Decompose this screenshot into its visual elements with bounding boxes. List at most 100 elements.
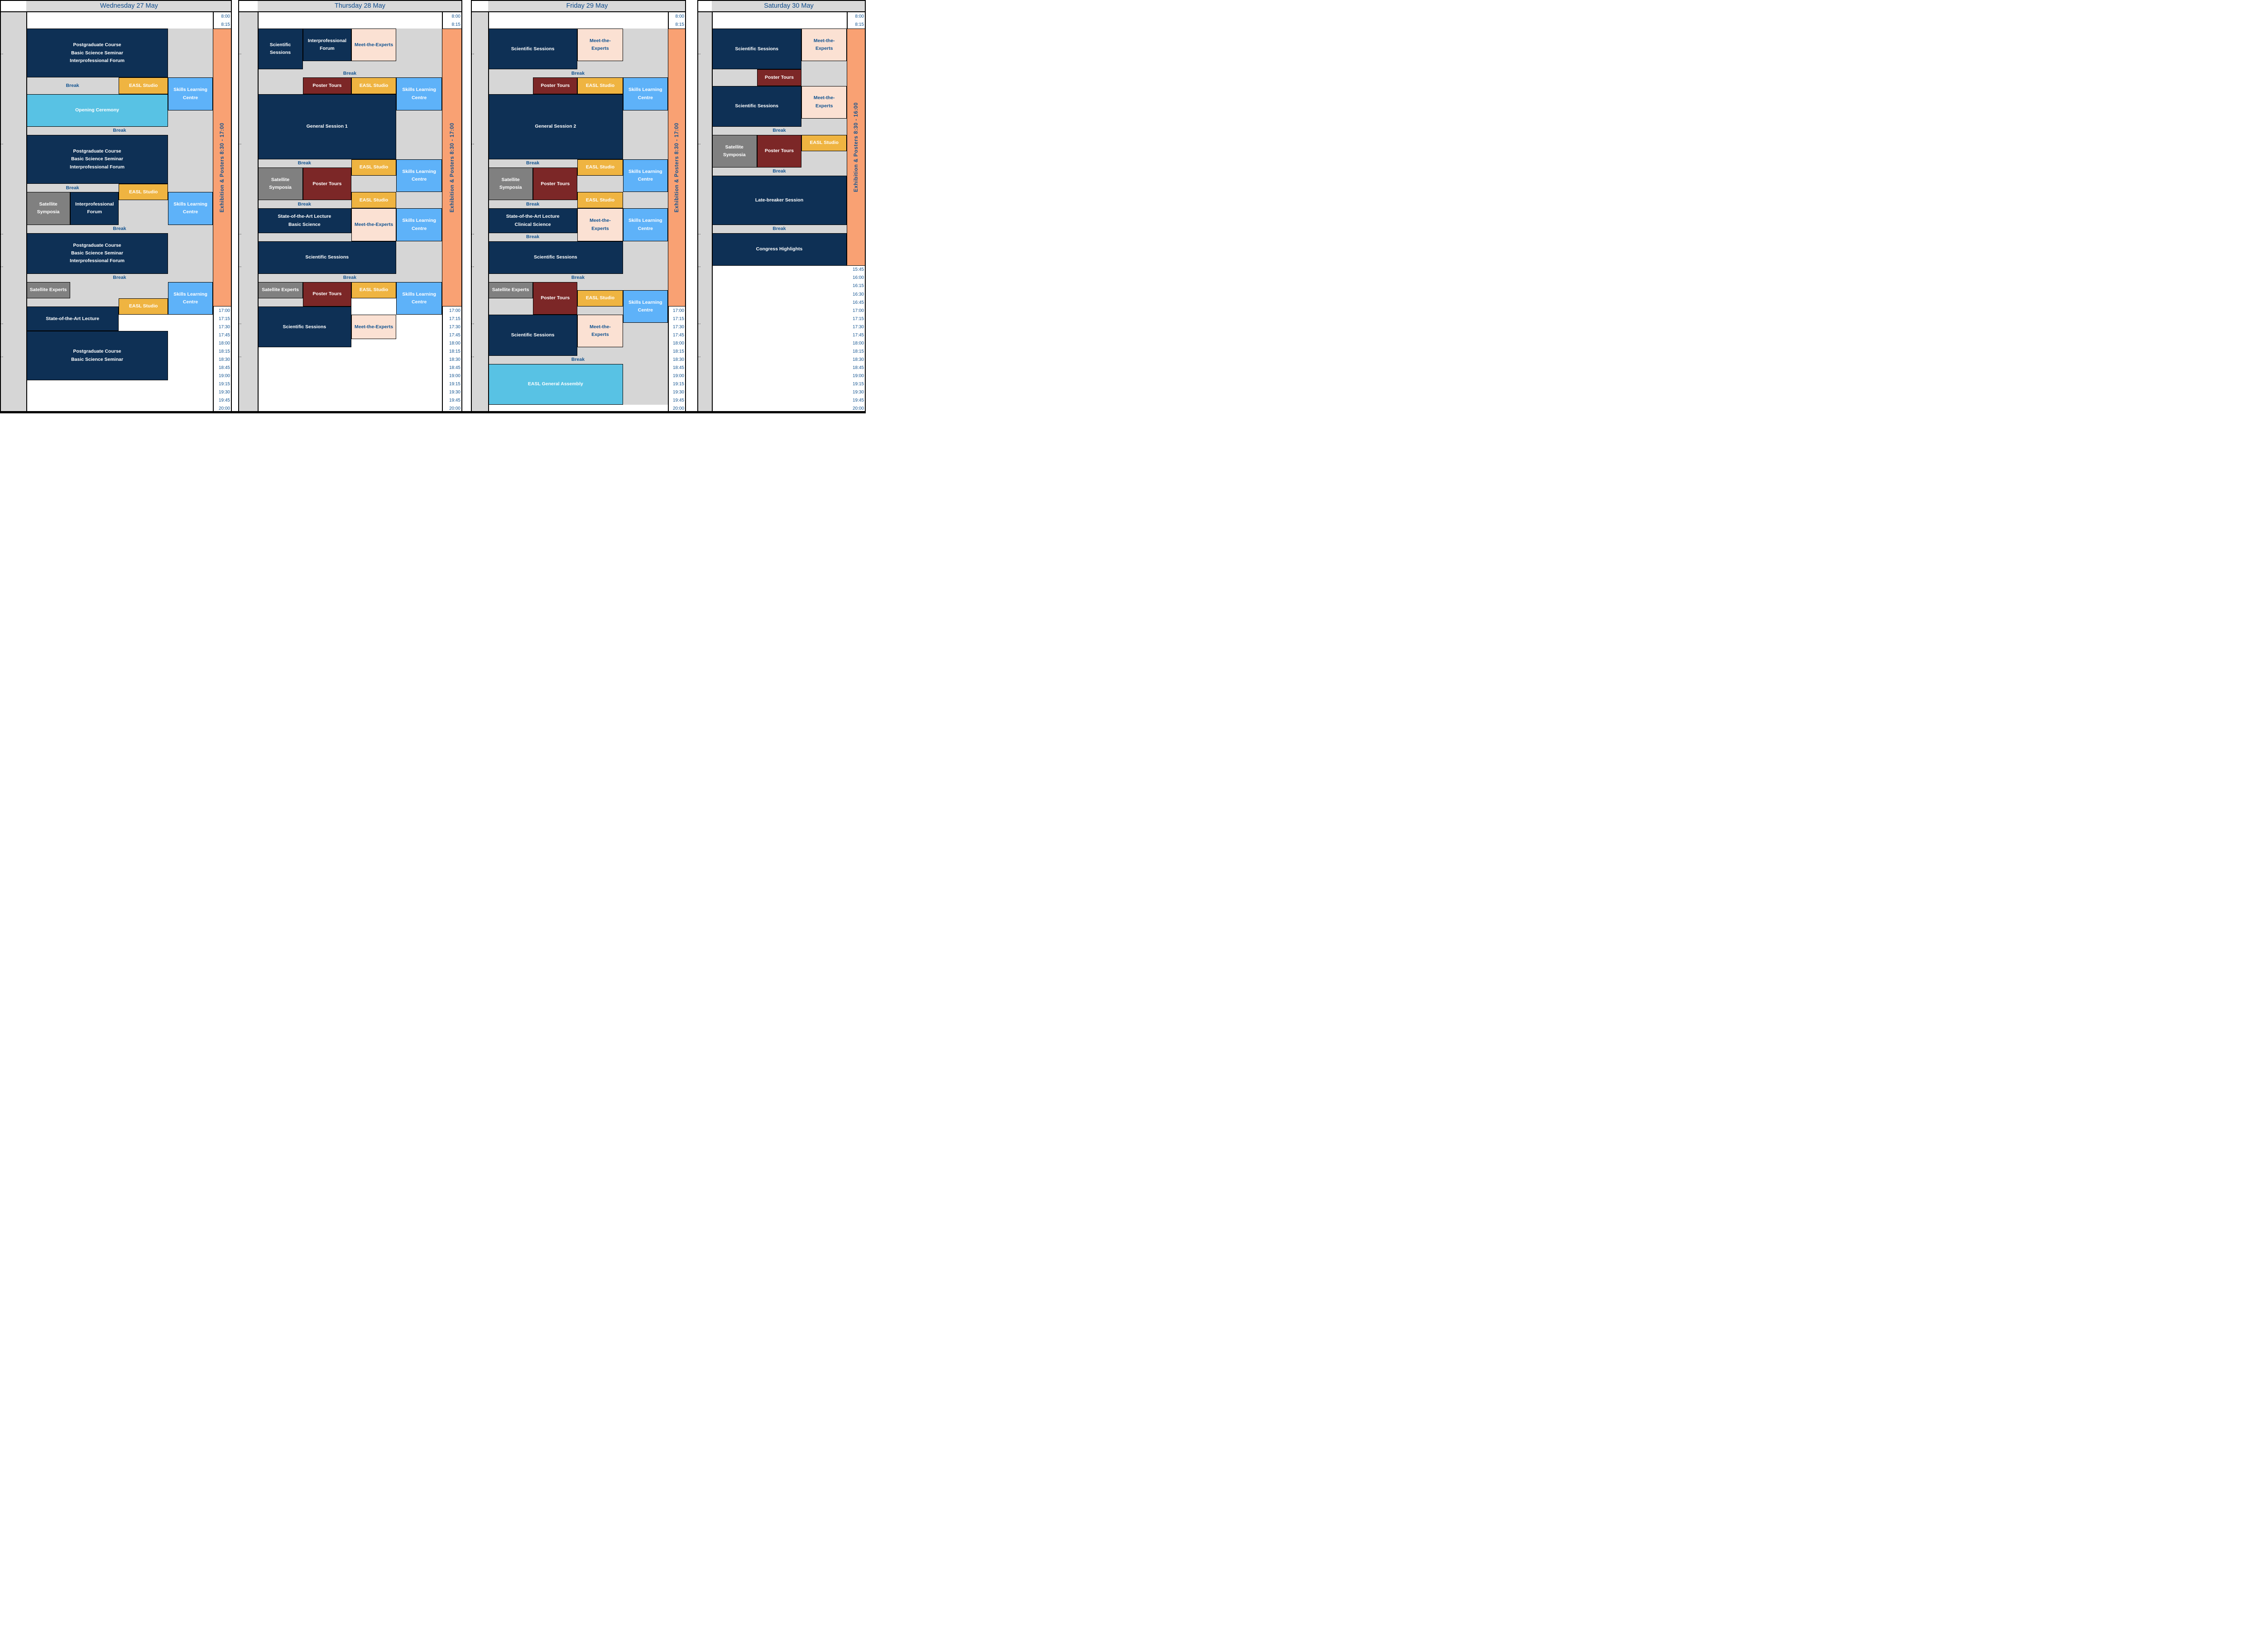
break-label: Break — [571, 275, 585, 281]
session-block: Satellite Experts — [258, 282, 303, 299]
session-label-line: Sessions — [270, 50, 291, 56]
hidden-rows-marker: .. — [239, 353, 242, 358]
session-block: EASL Studio — [351, 192, 397, 209]
time-label: 19:30 — [672, 390, 684, 395]
exhibition-strip-label: Exhibition & Posters 8:30 - 17:00 — [449, 123, 455, 213]
session-label-line: Centre — [638, 307, 653, 313]
session-label-line: Centre — [638, 177, 653, 182]
session-label-line: Skills Learning — [402, 87, 436, 93]
hidden-rows-marker: .. — [698, 51, 701, 56]
hidden-rows-marker: .. — [239, 263, 242, 268]
time-label: 19:15 — [852, 382, 864, 387]
session-label: Poster Tours — [765, 74, 794, 80]
session-block: EASL Studio — [577, 77, 623, 94]
session-label-line: Interprofessional Forum — [70, 258, 125, 264]
fill-block — [577, 306, 623, 315]
break-block: Break — [488, 355, 668, 364]
hidden-rows-marker: .. — [239, 51, 242, 56]
session-label: Opening Ceremony — [75, 107, 119, 113]
session-label: EASL Studio — [129, 189, 158, 195]
session-block: Opening Ceremony — [26, 94, 168, 127]
fill-block — [351, 176, 397, 192]
session-label: EASL Studio — [810, 140, 839, 146]
fill-block — [258, 298, 303, 307]
break-block: Break — [26, 225, 213, 233]
session-label: EASL Studio — [359, 164, 389, 170]
day-header: Saturday 30 May — [712, 0, 866, 12]
session-block: EASL Studio — [119, 77, 168, 94]
fill-block — [623, 364, 668, 405]
session-label: Scientific Sessions — [511, 46, 555, 52]
session-label-line: Basic Science Seminar — [71, 356, 124, 362]
session-block: General Session 1 — [258, 94, 397, 160]
session-label: Late-breaker Session — [755, 197, 804, 203]
hidden-rows-marker: .. — [239, 321, 242, 326]
session-label-line: Satellite — [271, 177, 290, 182]
session-label-line: Skills Learning — [628, 218, 662, 224]
session-block: Meet-the-Experts — [577, 29, 623, 62]
time-label: 16:30 — [852, 292, 864, 297]
session-label: Poster Tours — [541, 295, 570, 301]
fill-block — [623, 323, 668, 356]
break-label: Break — [113, 225, 126, 231]
session-label: Poster Tours — [541, 82, 570, 88]
time-label: 19:45 — [672, 398, 684, 403]
day-header: Wednesday 27 May — [26, 0, 232, 12]
session-block: Poster Tours — [757, 69, 802, 86]
fill-block — [258, 77, 303, 94]
session-label-line: Experts — [591, 46, 609, 52]
fill-block — [119, 200, 168, 225]
hidden-rows-marker: .. — [471, 353, 475, 358]
time-label: 17:00 — [218, 308, 230, 313]
session-label-line: Interprofessional Forum — [70, 164, 125, 170]
header-corner-cell — [471, 0, 488, 12]
session-label: Scientific Sessions — [511, 332, 555, 338]
session-label-line: Basic Science Seminar — [71, 250, 124, 256]
session-label-line: Skills Learning — [173, 87, 207, 93]
time-label: 17:00 — [672, 308, 684, 313]
session-label: EASL Studio — [359, 287, 389, 293]
time-label: 18:30 — [672, 357, 684, 363]
session-label: Poster Tours — [312, 291, 342, 297]
session-block: EASL General Assembly — [488, 364, 623, 405]
session-label-line: Postgraduate Course — [73, 349, 121, 354]
session-block: Scientific Sessions — [488, 29, 578, 70]
time-label: 18:45 — [449, 365, 460, 371]
fill-block — [396, 192, 442, 209]
session-label-line: Meet-the- — [813, 95, 835, 101]
session-label-line: Meet-the- — [590, 218, 611, 224]
session-block: Poster Tours — [533, 282, 578, 315]
session-label-line: Satellite — [39, 201, 58, 207]
time-label: 16:45 — [852, 300, 864, 305]
fill-block — [623, 192, 668, 209]
session-label-line: Basic Science Seminar — [71, 156, 124, 162]
break-block: Break — [712, 126, 847, 135]
fill-block — [258, 233, 351, 241]
day-title: Friday 29 May — [566, 2, 608, 10]
fill-block — [577, 347, 623, 356]
time-label: 18:45 — [852, 365, 864, 371]
session-label: Poster Tours — [541, 181, 570, 187]
break-block: Break — [712, 225, 847, 233]
session-label-line: State-of-the-Art Lecture — [506, 214, 560, 220]
time-column — [238, 12, 258, 413]
timecol-grid-divider — [258, 12, 259, 413]
time-column — [0, 12, 26, 413]
session-block: EASL Studio — [119, 184, 168, 201]
session-block: Scientific Sessions — [258, 241, 397, 274]
break-label: Break — [66, 185, 79, 191]
session-block: Meet-the-Experts — [801, 86, 847, 119]
time-label: 8:00 — [221, 14, 230, 19]
time-label: 18:00 — [218, 340, 230, 346]
session-label-line: Basic Science — [288, 221, 321, 227]
session-label-line: Centre — [412, 225, 427, 231]
session-label-line: Centre — [638, 225, 653, 231]
break-block: Break — [488, 233, 578, 241]
fill-block — [577, 176, 623, 192]
